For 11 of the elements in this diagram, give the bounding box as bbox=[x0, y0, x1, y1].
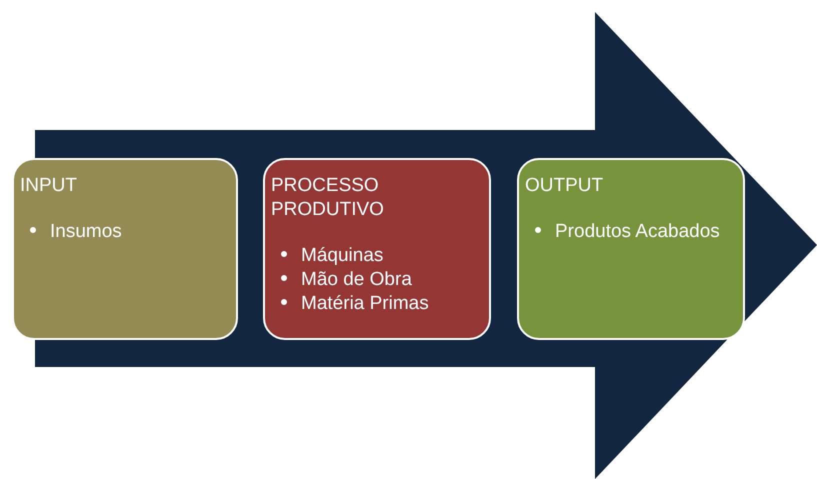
process-box bbox=[263, 158, 491, 340]
box-heading: INPUT bbox=[20, 174, 77, 198]
box-heading: OUTPUT bbox=[525, 174, 604, 198]
process-box bbox=[12, 158, 238, 340]
process-box bbox=[517, 158, 745, 340]
bullet-item: Máquinas bbox=[301, 244, 384, 268]
bullet-item: Mão de Obra bbox=[301, 268, 412, 292]
bullet-item: Insumos bbox=[50, 220, 122, 244]
bullet-item: Produtos Acabados bbox=[555, 220, 720, 244]
bullet-item: Matéria Primas bbox=[301, 292, 429, 316]
box-heading: PROCESSO PRODUTIVO bbox=[271, 174, 385, 222]
